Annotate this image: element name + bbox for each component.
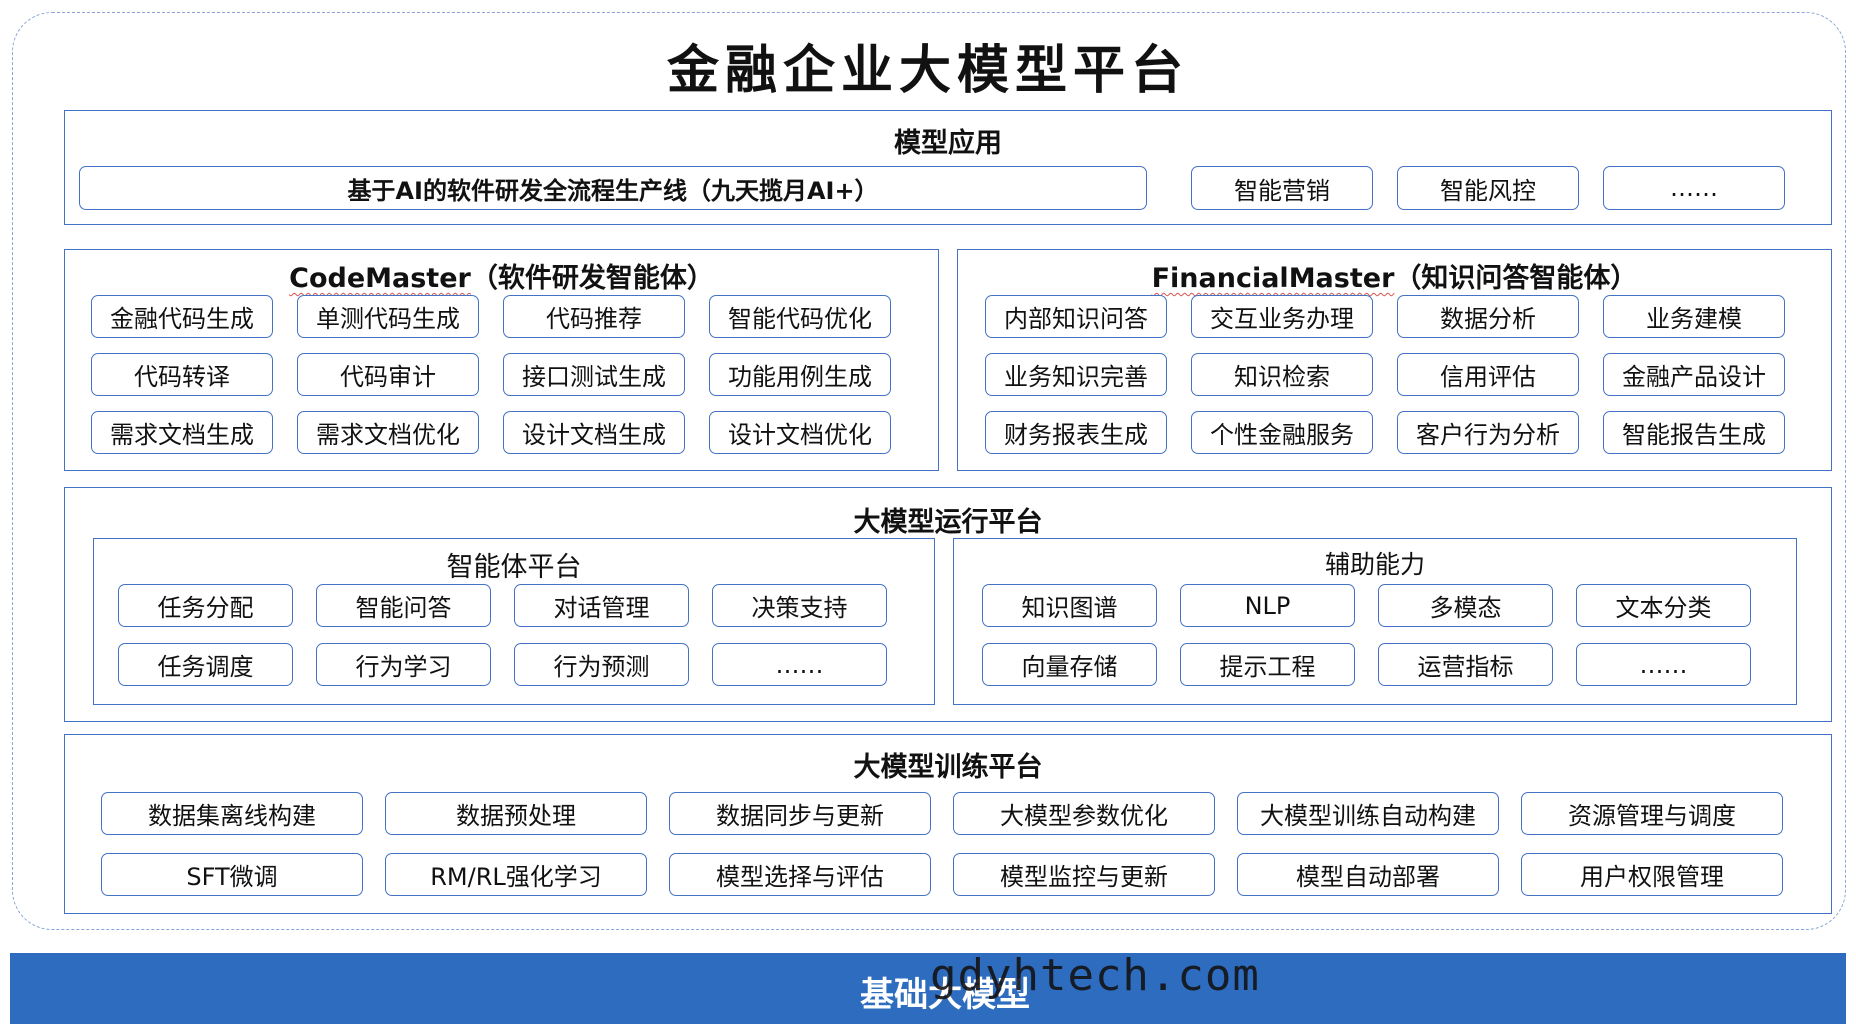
platform-outline — [12, 12, 1846, 930]
codemaster-item[interactable]: 需求文档优化 — [297, 411, 479, 454]
agent-platform-item[interactable]: 行为预测 — [514, 643, 689, 686]
agent-platform-item[interactable]: 任务分配 — [118, 584, 293, 627]
training-panel: 大模型训练平台 数据集离线构建 数据预处理 数据同步与更新 大模型参数优化 大模… — [64, 734, 1832, 914]
training-item[interactable]: 大模型训练自动构建 — [1237, 792, 1499, 835]
agent-platform-item[interactable]: 对话管理 — [514, 584, 689, 627]
codemaster-item[interactable]: 功能用例生成 — [709, 353, 891, 396]
financialmaster-title-name: FinancialMaster — [1151, 263, 1395, 294]
financialmaster-item[interactable]: 数据分析 — [1397, 295, 1579, 338]
financialmaster-item[interactable]: 交互业务办理 — [1191, 295, 1373, 338]
foundation-model-bar: 基础大模型 — [10, 953, 1846, 1024]
financialmaster-item[interactable]: 客户行为分析 — [1397, 411, 1579, 454]
runtime-panel: 大模型运行平台 智能体平台 任务分配 智能问答 对话管理 决策支持 任务调度 行… — [64, 487, 1832, 722]
codemaster-item[interactable]: 设计文档生成 — [503, 411, 685, 454]
codemaster-item[interactable]: 代码转译 — [91, 353, 273, 396]
app-layer-title: 模型应用 — [894, 128, 1002, 159]
aux-capability-item[interactable]: 向量存储 — [982, 643, 1157, 686]
codemaster-title: CodeMaster（软件研发智能体） — [65, 256, 938, 295]
training-item[interactable]: 模型监控与更新 — [953, 853, 1215, 896]
training-item[interactable]: RM/RL强化学习 — [385, 853, 647, 896]
codemaster-panel: CodeMaster（软件研发智能体） 金融代码生成 单测代码生成 代码推荐 智… — [64, 249, 939, 471]
aux-capability-item[interactable]: NLP — [1180, 584, 1355, 627]
foundation-model-label: 基础大模型 — [860, 975, 1030, 1015]
codemaster-item[interactable]: 接口测试生成 — [503, 353, 685, 396]
training-item[interactable]: 数据同步与更新 — [669, 792, 931, 835]
financialmaster-panel: FinancialMaster（知识问答智能体） 内部知识问答 交互业务办理 数… — [957, 249, 1832, 471]
agent-platform-item[interactable]: 行为学习 — [316, 643, 491, 686]
financialmaster-item[interactable]: 业务知识完善 — [985, 353, 1167, 396]
aux-capability-item[interactable]: 知识图谱 — [982, 584, 1157, 627]
agent-platform-item[interactable]: 决策支持 — [712, 584, 887, 627]
financialmaster-item[interactable]: 金融产品设计 — [1603, 353, 1785, 396]
financialmaster-item[interactable]: 个性金融服务 — [1191, 411, 1373, 454]
training-title: 大模型训练平台 — [853, 752, 1043, 783]
codemaster-title-name: CodeMaster — [289, 263, 471, 294]
app-item[interactable]: 智能营销 — [1191, 166, 1373, 210]
training-item[interactable]: 用户权限管理 — [1521, 853, 1783, 896]
codemaster-item[interactable]: 代码审计 — [297, 353, 479, 396]
financialmaster-item[interactable]: 信用评估 — [1397, 353, 1579, 396]
codemaster-item[interactable]: 设计文档优化 — [709, 411, 891, 454]
training-item[interactable]: 大模型参数优化 — [953, 792, 1215, 835]
agent-platform-title: 智能体平台 — [446, 552, 582, 583]
app-layer-panel: 模型应用 基于AI的软件研发全流程生产线（九天揽月AI+） 智能营销 智能风控 … — [64, 110, 1832, 225]
financialmaster-item[interactable]: 智能报告生成 — [1603, 411, 1785, 454]
app-item[interactable]: 智能风控 — [1397, 166, 1579, 210]
training-item[interactable]: 模型选择与评估 — [669, 853, 931, 896]
training-item[interactable]: 资源管理与调度 — [1521, 792, 1783, 835]
agent-platform-item[interactable]: 智能问答 — [316, 584, 491, 627]
training-item[interactable]: 数据集离线构建 — [101, 792, 363, 835]
financialmaster-title-suffix: （知识问答智能体） — [1394, 263, 1638, 294]
agent-platform-item[interactable]: …… — [712, 643, 887, 686]
codemaster-item[interactable]: 单测代码生成 — [297, 295, 479, 338]
aux-capability-item[interactable]: 运营指标 — [1378, 643, 1553, 686]
training-item[interactable]: 模型自动部署 — [1237, 853, 1499, 896]
aux-capability-item[interactable]: 多模态 — [1378, 584, 1553, 627]
financialmaster-title: FinancialMaster（知识问答智能体） — [958, 256, 1831, 295]
financialmaster-item[interactable]: 财务报表生成 — [985, 411, 1167, 454]
codemaster-item[interactable]: 代码推荐 — [503, 295, 685, 338]
codemaster-item[interactable]: 需求文档生成 — [91, 411, 273, 454]
runtime-title: 大模型运行平台 — [853, 507, 1043, 538]
training-item[interactable]: SFT微调 — [101, 853, 363, 896]
training-item[interactable]: 数据预处理 — [385, 792, 647, 835]
aux-capability-title: 辅助能力 — [1324, 550, 1425, 579]
watermark-text: gdyhtech.com — [930, 950, 1260, 1001]
page-title: 金融企业大模型平台 — [666, 40, 1189, 101]
app-item[interactable]: 基于AI的软件研发全流程生产线（九天揽月AI+） — [79, 166, 1147, 210]
financialmaster-item[interactable]: 内部知识问答 — [985, 295, 1167, 338]
codemaster-item[interactable]: 智能代码优化 — [709, 295, 891, 338]
financialmaster-item[interactable]: 知识检索 — [1191, 353, 1373, 396]
agent-platform-panel: 智能体平台 任务分配 智能问答 对话管理 决策支持 任务调度 行为学习 行为预测… — [93, 538, 935, 705]
aux-capability-item[interactable]: 文本分类 — [1576, 584, 1751, 627]
financialmaster-item[interactable]: 业务建模 — [1603, 295, 1785, 338]
agent-platform-item[interactable]: 任务调度 — [118, 643, 293, 686]
app-item[interactable]: …… — [1603, 166, 1785, 210]
codemaster-item[interactable]: 金融代码生成 — [91, 295, 273, 338]
codemaster-title-suffix: （软件研发智能体） — [470, 263, 714, 294]
aux-capability-item[interactable]: …… — [1576, 643, 1751, 686]
aux-capability-item[interactable]: 提示工程 — [1180, 643, 1355, 686]
aux-capability-panel: 辅助能力 知识图谱 NLP 多模态 文本分类 向量存储 提示工程 运营指标 …… — [953, 538, 1797, 705]
